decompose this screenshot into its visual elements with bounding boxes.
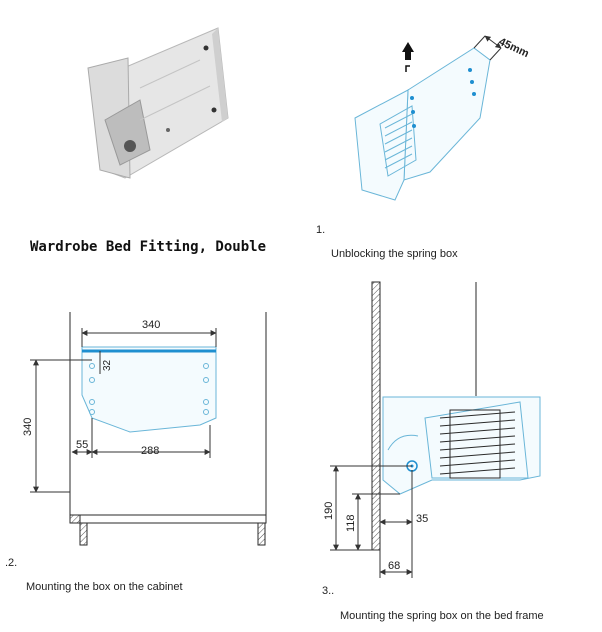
step1-dimension: 45mm — [497, 36, 531, 60]
step2-dim-left-offset: 55 — [76, 439, 88, 451]
step1-number: 1. — [316, 224, 325, 236]
step3-drawing — [330, 281, 541, 578]
step1-caption: Unblocking the spring box — [331, 248, 458, 260]
step1-drawing — [354, 35, 502, 201]
step2-dim-height: 340 — [22, 418, 34, 436]
step3-number: 3.. — [322, 585, 334, 597]
step2-drawing — [30, 312, 267, 546]
step2-dim-top-offset: 32 — [102, 359, 113, 371]
step2-number: .2. — [5, 557, 17, 569]
step2-dim-width: 340 — [142, 319, 160, 331]
step2-caption: Mounting the box on the cabinet — [26, 581, 183, 593]
step3-dim-68: 68 — [388, 560, 400, 572]
step3-dim-118: 118 — [345, 514, 357, 532]
product-photo — [87, 27, 229, 179]
step3-dim-190: 190 — [323, 502, 335, 520]
step2-dim-bottom-width: 288 — [141, 445, 159, 457]
step3-dim-35: 35 — [416, 513, 428, 525]
heading: Wardrobe Bed Fitting, Double — [30, 239, 266, 255]
step3-caption: Mounting the spring box on the bed frame — [340, 610, 544, 622]
